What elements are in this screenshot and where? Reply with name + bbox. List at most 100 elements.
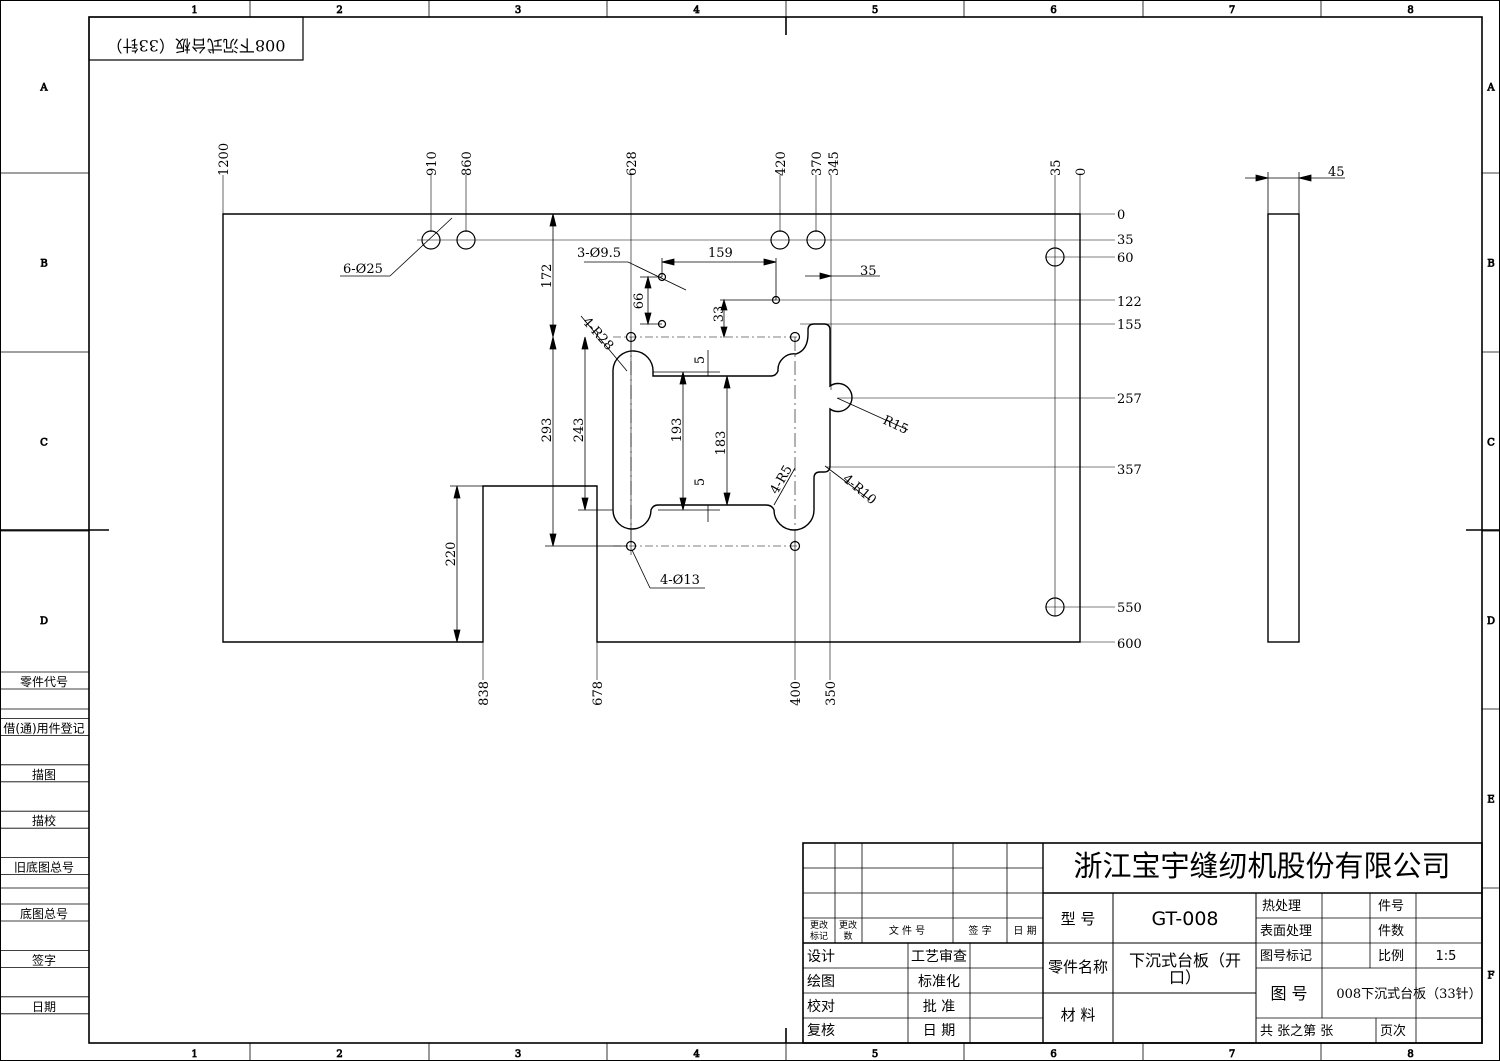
label-process-review: 工艺审查 [911,949,967,965]
top-dim-label: 910 [425,151,440,176]
zone-column-label: 8 [1407,1049,1413,1060]
dim-243: 243 [572,418,587,443]
label-drawing-no: 图 号 [1270,984,1307,1003]
registration-label: 零件代号 [20,675,68,689]
bottom-dim-label: 350 [824,681,839,706]
dim-293: 293 [540,418,555,443]
zone-column-label: 1 [191,5,197,16]
top-dim-label: 0 [1074,168,1089,176]
rev-header-date: 日 期 [1013,925,1036,937]
rev-header-sign: 签 字 [968,924,991,937]
mirrored-title-box: 008下沉式台板（33针） [88,16,304,61]
model-value: GT-008 [1151,908,1218,930]
mirrored-title: 008下沉式台板（33针） [107,36,286,55]
callout-r15: R15 [880,413,910,438]
callout-3-d9-5: 3-Ø9.5 [577,246,621,261]
registration-label: 日期 [32,1000,56,1014]
zone-column-label: 4 [693,5,699,16]
dimension-lines [340,172,1345,643]
dim-183: 183 [714,431,729,456]
top-dimension-labels: 1200 910 860 628 420 370 345 35 0 [217,143,1089,176]
label-page: 页次 [1380,1023,1406,1039]
registration-label: 描图 [32,768,56,782]
zone-row-label: C [40,438,48,449]
right-dim-label: 600 [1117,637,1142,652]
label-part-name: 零件名称 [1048,958,1108,976]
registration-label: 描校 [32,813,56,828]
callout-6-d25: 6-Ø25 [343,262,383,277]
right-dim-label: 35 [1117,233,1134,248]
callout-4-d13: 4-Ø13 [660,573,700,588]
dim-172: 172 [540,264,555,289]
label-surface-treatment: 表面处理 [1260,924,1312,939]
zone-row-label: E [1487,795,1494,806]
registration-label: 旧底图总号 [14,860,74,875]
zone-column-label: 7 [1229,5,1235,16]
central-opening [612,323,853,531]
label-count: 件数 [1378,924,1404,939]
zone-row-label: D [1487,616,1495,627]
label-scale: 比例 [1378,949,1404,964]
dim-5-lower: 5 [693,478,708,486]
rev-header-doc: 文 件 号 [889,924,925,937]
registration-label: 底图总号 [20,906,68,921]
dim-35-top: 35 [860,264,877,279]
zone-row-label: A [1486,83,1495,94]
zone-column-label: 4 [693,1049,699,1060]
label-review: 复核 [807,1022,835,1039]
right-dim-label: 155 [1117,318,1142,333]
bottom-dim-label: 838 [477,681,492,706]
label-item-no: 件号 [1378,899,1404,914]
bottom-dimension-labels: 838 678 400 350 [477,681,839,706]
top-dim-label: 860 [460,151,475,176]
side-dimension-labels: 172 293 243 193 183 220 66 33 5 5 [444,264,729,567]
right-dim-label: 257 [1117,392,1142,407]
dim-159: 159 [708,246,733,261]
zone-column-label: 3 [515,1049,521,1060]
company-name: 浙江宝宇缝纫机股份有限公司 [1073,849,1450,883]
zone-row-label: C [1487,438,1495,449]
zone-column-label: 5 [872,5,878,16]
rev-header-mark: 更改标记 [810,919,828,942]
zone-row-label: D [40,616,48,627]
zone-column-label: 3 [515,5,521,16]
callout-labels: 6-Ø25 3-Ø9.5 4-Ø13 159 35 4-R28 4-R5 R15… [343,165,1345,588]
zone-row-label: A [39,83,48,94]
label-approval: 批 准 [923,999,955,1015]
callout-4-r5: 4-R5 [767,463,795,497]
label-design: 设计 [807,949,835,965]
dim-220: 220 [444,542,459,567]
zone-column-label: 1 [191,1049,197,1060]
plate-side-view [1267,213,1300,643]
dim-45-thickness: 45 [1328,165,1345,180]
zone-column-label: 6 [1050,5,1056,16]
plate-outline [222,213,1081,643]
title-block [802,842,1483,1044]
zone-column-label: 7 [1229,1049,1235,1060]
label-heat-treatment: 热处理 [1262,899,1301,914]
holes [421,230,1065,617]
top-dim-label: 420 [774,151,789,176]
top-dim-label: 1200 [217,143,232,176]
right-dim-label: 122 [1117,295,1142,310]
zone-column-label: 2 [336,1049,342,1060]
right-dim-label: 0 [1117,208,1125,223]
label-sheet-count: 共 张之第 张 [1260,1024,1333,1039]
label-standardization: 标准化 [918,974,960,990]
dim-5-upper: 5 [693,356,708,364]
top-dim-label: 628 [625,151,640,176]
bottom-dim-label: 678 [591,681,606,706]
top-dim-label: 370 [810,151,825,176]
right-dim-label: 60 [1117,251,1134,266]
right-dim-label: 357 [1117,463,1142,478]
top-dim-label: 345 [827,151,842,176]
zone-column-label: 2 [336,5,342,16]
scale-value: 1:5 [1436,949,1457,964]
label-material: 材 料 [1061,1006,1096,1024]
bottom-dim-label: 400 [789,681,804,706]
label-check: 校对 [807,998,835,1015]
zone-row-label: B [40,259,47,270]
